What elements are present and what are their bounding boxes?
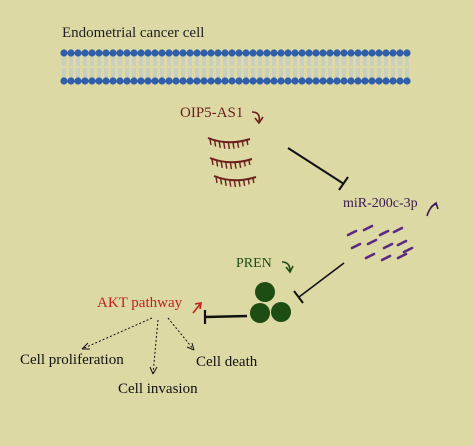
inhibit-pren-to-akt [203,310,248,324]
pren-label: PREN [236,256,272,271]
mir-200c-3p-fragments [346,224,414,262]
inhibit-mir-to-pren [293,262,345,304]
cell-title: Endometrial cancer cell [62,25,205,41]
akt-up-arrow [192,302,202,314]
oip5-down-arrow [251,111,264,125]
pren-down-arrow [281,261,294,274]
cell-death-label: Cell death [196,354,258,370]
oip5-as1-label: OIP5-AS1 [180,105,244,121]
cell-invasion-label: Cell invasion [118,381,198,397]
cell-proliferation-label: Cell proliferation [20,352,124,368]
pren-protein [250,282,291,323]
mir-up-arrow [426,201,439,217]
cell-membrane [60,49,411,85]
akt-pathway-label: AKT pathway [97,295,183,311]
mir-200c-3p-label: miR-200c-3p [343,196,418,211]
inhibit-oip5-to-mir [287,147,349,191]
akt-outcome-arrows [81,317,195,375]
oip5-as1-rna-glyph [207,137,257,188]
